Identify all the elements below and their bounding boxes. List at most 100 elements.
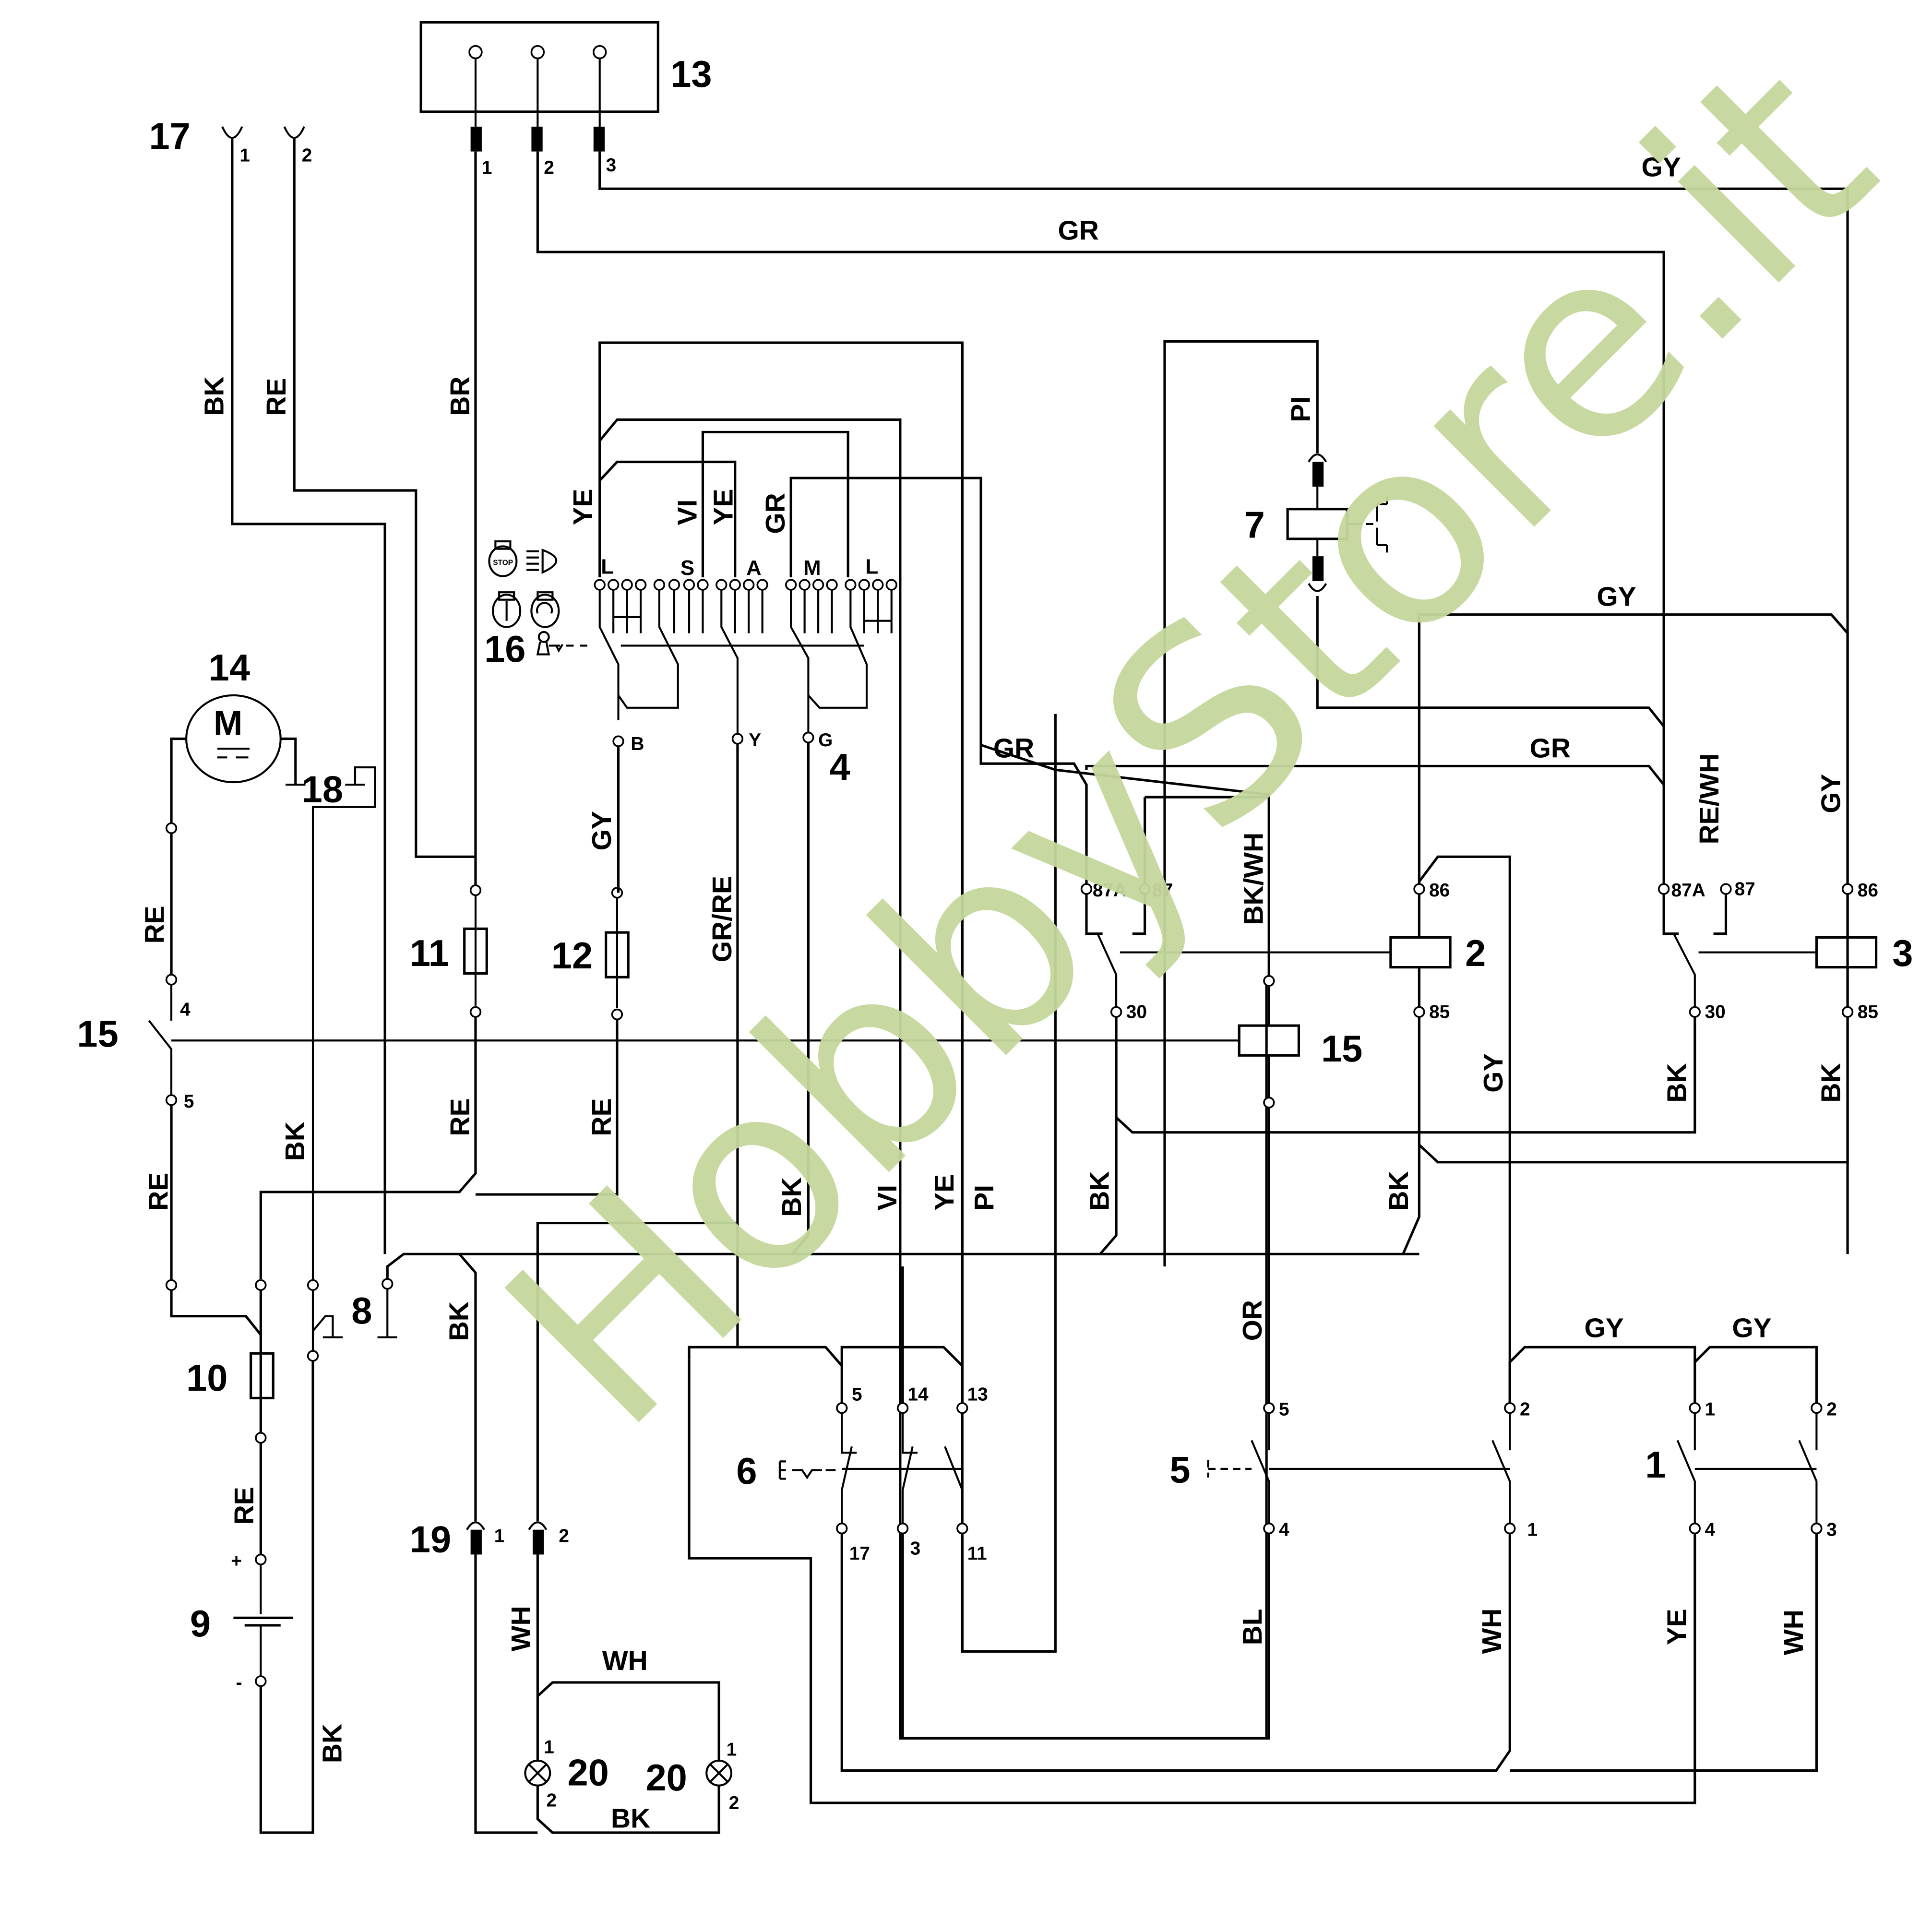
pin-r2-30: 30 [1126,1002,1147,1023]
wire-11-loop [961,1533,1056,1653]
pin-15-5: 5 [184,1091,194,1112]
wire-re-17 [293,139,475,858]
pin-15-4: 4 [180,999,191,1020]
pin-ks-L2: L [865,555,878,578]
wire-to-19-2 [536,1222,738,1521]
label-4: 4 [829,747,850,788]
label-8: 8 [351,1290,372,1332]
pin-13-2: 2 [544,157,554,178]
label-7: 7 [1244,504,1265,546]
wire-label-bk-r3a: BK [1662,1063,1693,1102]
wire-label-re-bat: RE [229,1487,260,1525]
component-17-connector: 17 1 2 [149,116,312,166]
wire-label-re-wh: RE/WH [1694,753,1725,845]
stop-icon: STOP [488,540,518,577]
wire-label-gr-mid2: GR [1530,733,1571,763]
watermark: HobbyStore.it [450,6,1929,1484]
pin-ks-M: M [803,556,821,580]
pin-1-3: 3 [1826,1520,1837,1540]
wire-label-gy-s1: GY [1585,1313,1624,1344]
lamp-20-left: 20 1 2 [524,1737,609,1811]
wire-label-gy-mid: GY [1597,582,1636,612]
label-19: 19 [410,1519,451,1560]
motor-symbol: M [214,704,242,743]
pin-5-2: 2 [1520,1399,1530,1420]
label-10: 10 [186,1358,227,1399]
key-icon [536,631,563,656]
battery-9: 9 + - [190,1550,293,1693]
fuse-10: 10 [186,1352,274,1444]
wire-label-br: BR [445,377,476,416]
component-7-relay: 7 [1163,340,1665,1267]
wire-label-re-12: RE [586,1098,617,1136]
wire-label-bk-r2: BK [1085,1171,1115,1211]
wire-label-gr-top: GR [1058,215,1098,246]
label-14: 14 [209,647,250,689]
label-18: 18 [302,769,343,810]
connector-19: 19 1 2 [410,1519,569,1560]
pin-r3-86: 86 [1858,880,1878,901]
pin-5-4: 4 [1279,1520,1289,1540]
label-12: 12 [551,935,593,977]
wire-label-ye-2: YE [708,489,739,525]
label-5: 5 [1169,1449,1190,1491]
pin-20b-2: 2 [729,1793,739,1813]
wire-bl-loop [901,1533,1270,1740]
pin-20a-1: 1 [544,1737,554,1757]
wire-bk-r3a [1115,1017,1696,1134]
wire-label-gy-top: GY [1642,152,1681,182]
pin-5-1: 1 [1527,1520,1538,1540]
wire-label-gy-s2: GY [1732,1313,1771,1344]
label-3: 3 [1892,933,1913,974]
pin-6-11: 11 [967,1543,987,1564]
wire-label-wh-19: WH [506,1606,537,1651]
pin-ks-A: A [746,556,762,580]
label-16: 16 [484,629,525,670]
wire-label-ye-1: YE [568,489,598,525]
relay-2: 87A 87 86 85 30 2 [1080,785,1511,1409]
battery-minus: - [236,1672,242,1693]
wire-wh-20 [537,1681,720,1761]
pin-1-4: 4 [1705,1520,1716,1540]
wire-label-bk-17: BK [199,377,230,416]
fuse-12: 12 [551,887,630,1021]
label-17: 17 [149,116,190,157]
wire-bk-19 [458,1253,477,1521]
headlight-icon [526,549,558,574]
pin-13-3: 3 [606,155,617,176]
switch-18: 18 [286,766,376,1776]
wire-label-vi-1: VI [672,500,703,525]
component-15: 15 15 4 5 [77,974,1362,1112]
wire-19-1-down [474,1554,538,1834]
wire-label-gy-r3: GY [1816,774,1847,813]
pin-r3-30: 30 [1705,1002,1726,1023]
pin-ks-B: B [631,734,644,754]
wire-label-pi-2: PI [969,1185,1000,1211]
wire-ye-s1-loop [688,1360,1696,1804]
fuse-11: 11 [410,884,488,1018]
wire-bk-r2 [1099,1117,1118,1255]
label-15-coil: 15 [1321,1028,1362,1070]
wire-label-gy-b: GY [586,811,617,850]
pin-6-14: 14 [907,1384,929,1405]
component-13-connector: 13 1 2 3 [419,21,712,178]
ignition-terminals [594,579,897,591]
wire-label-bk-r2b: BK [1383,1171,1414,1211]
wire-bat-link [170,1286,262,1336]
wire-bk-bat [259,1360,314,1834]
pin-19-1: 1 [494,1526,505,1547]
switch-6: 6 5 14 13 17 3 11 [688,343,988,1564]
wire-label-wh-s5: WH [1477,1609,1507,1654]
wire-label-bk-4: BK [776,1177,807,1216]
wire-bk-20 [536,1785,720,1834]
wire-bk-17 [231,139,386,1254]
wire-label-gy-r2: GY [1478,1053,1509,1093]
wire-wh-s1-loop [1510,1533,1818,1772]
wire-label-re-17: RE [261,378,292,416]
wire-label-re-15: RE [143,1173,174,1211]
pin-r3-87a: 87A [1671,880,1705,901]
pin-1-2: 2 [1826,1399,1837,1420]
pin-ks-S: S [680,556,694,580]
pin-r2-86: 86 [1429,880,1450,901]
wire-gy-mid [1418,613,1849,882]
